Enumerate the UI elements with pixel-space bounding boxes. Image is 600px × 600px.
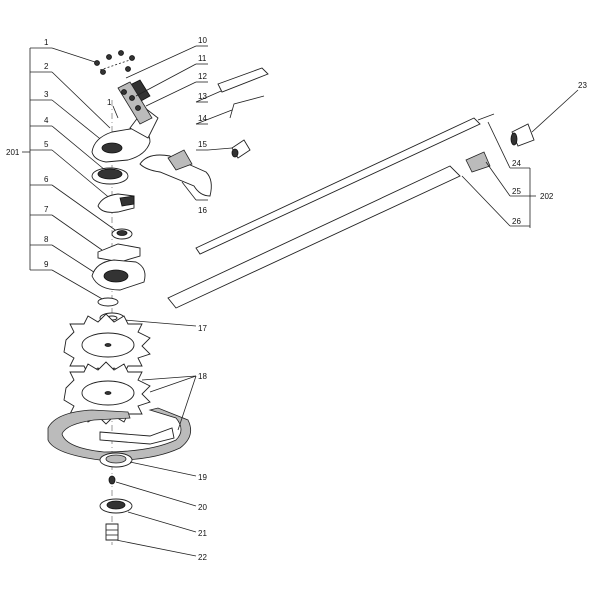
label-22: 22 bbox=[198, 553, 207, 562]
gasket-part-7 bbox=[97, 243, 141, 263]
blade-ring-part-18 bbox=[47, 407, 192, 461]
label-20: 20 bbox=[198, 503, 207, 512]
grip-part-23 bbox=[510, 123, 535, 147]
saw-blade-upper-part-18 bbox=[63, 313, 151, 377]
group-202-bracket bbox=[461, 121, 536, 228]
blade-guard-part-16 bbox=[139, 149, 212, 197]
label-8: 8 bbox=[44, 235, 49, 244]
leader-23 bbox=[531, 89, 579, 133]
label-7: 7 bbox=[44, 205, 49, 214]
group-label-201: 201 bbox=[6, 148, 20, 157]
label-6: 6 bbox=[44, 175, 49, 184]
label-10: 10 bbox=[198, 36, 207, 45]
leader-1-second bbox=[112, 105, 119, 119]
label-1: 1 bbox=[44, 38, 49, 47]
group-label-202: 202 bbox=[540, 192, 554, 201]
label-21: 21 bbox=[198, 529, 207, 538]
left-label-ticks bbox=[30, 47, 52, 271]
label-5: 5 bbox=[44, 140, 49, 149]
label-26: 26 bbox=[512, 217, 521, 226]
label-25: 25 bbox=[512, 187, 521, 196]
tube-part-26 bbox=[167, 151, 491, 309]
label-4: 4 bbox=[44, 116, 49, 125]
label-11: 11 bbox=[198, 54, 207, 63]
leaders-18 bbox=[141, 375, 197, 431]
clamp-parts-10-11-12 bbox=[117, 81, 153, 125]
cap-part-15 bbox=[231, 139, 251, 159]
gear-part-3 bbox=[91, 167, 129, 185]
label-2: 2 bbox=[44, 62, 49, 71]
bracket-part-5 bbox=[97, 193, 135, 213]
label-15: 15 bbox=[198, 140, 207, 149]
label-24: 24 bbox=[512, 159, 521, 168]
screws-part-1 bbox=[94, 50, 135, 75]
label-3: 3 bbox=[44, 90, 49, 99]
label-19: 19 bbox=[198, 473, 207, 482]
plate-part-19 bbox=[99, 452, 133, 468]
wrench-part-13 bbox=[217, 67, 269, 93]
spacer-part-20 bbox=[108, 475, 116, 485]
leader-20 bbox=[115, 481, 197, 507]
label-1-second: 1 bbox=[107, 98, 112, 107]
cup-part-21 bbox=[99, 498, 133, 514]
left-leader-lines bbox=[51, 47, 119, 301]
label-23: 23 bbox=[578, 81, 587, 90]
label-17: 17 bbox=[198, 324, 207, 333]
lower-housing-part-8 bbox=[91, 259, 146, 291]
label-14: 14 bbox=[198, 114, 207, 123]
hex-key-part-14 bbox=[229, 95, 265, 119]
leader-19 bbox=[129, 461, 197, 477]
drive-shaft-part-24 bbox=[195, 113, 495, 255]
group-201-bracket bbox=[22, 48, 31, 270]
label-13: 13 bbox=[198, 92, 207, 101]
label-12: 12 bbox=[198, 72, 207, 81]
saw-blade-lower-part-18 bbox=[63, 361, 151, 425]
label-9: 9 bbox=[44, 260, 49, 269]
nut-part-22 bbox=[105, 523, 119, 541]
ring-part-9 bbox=[97, 297, 119, 307]
leader-17 bbox=[123, 319, 197, 327]
leader-22 bbox=[115, 539, 197, 557]
leader-21 bbox=[127, 511, 197, 533]
label-18: 18 bbox=[198, 372, 207, 381]
bearing-part-6 bbox=[111, 228, 133, 240]
label-16: 16 bbox=[198, 206, 207, 215]
